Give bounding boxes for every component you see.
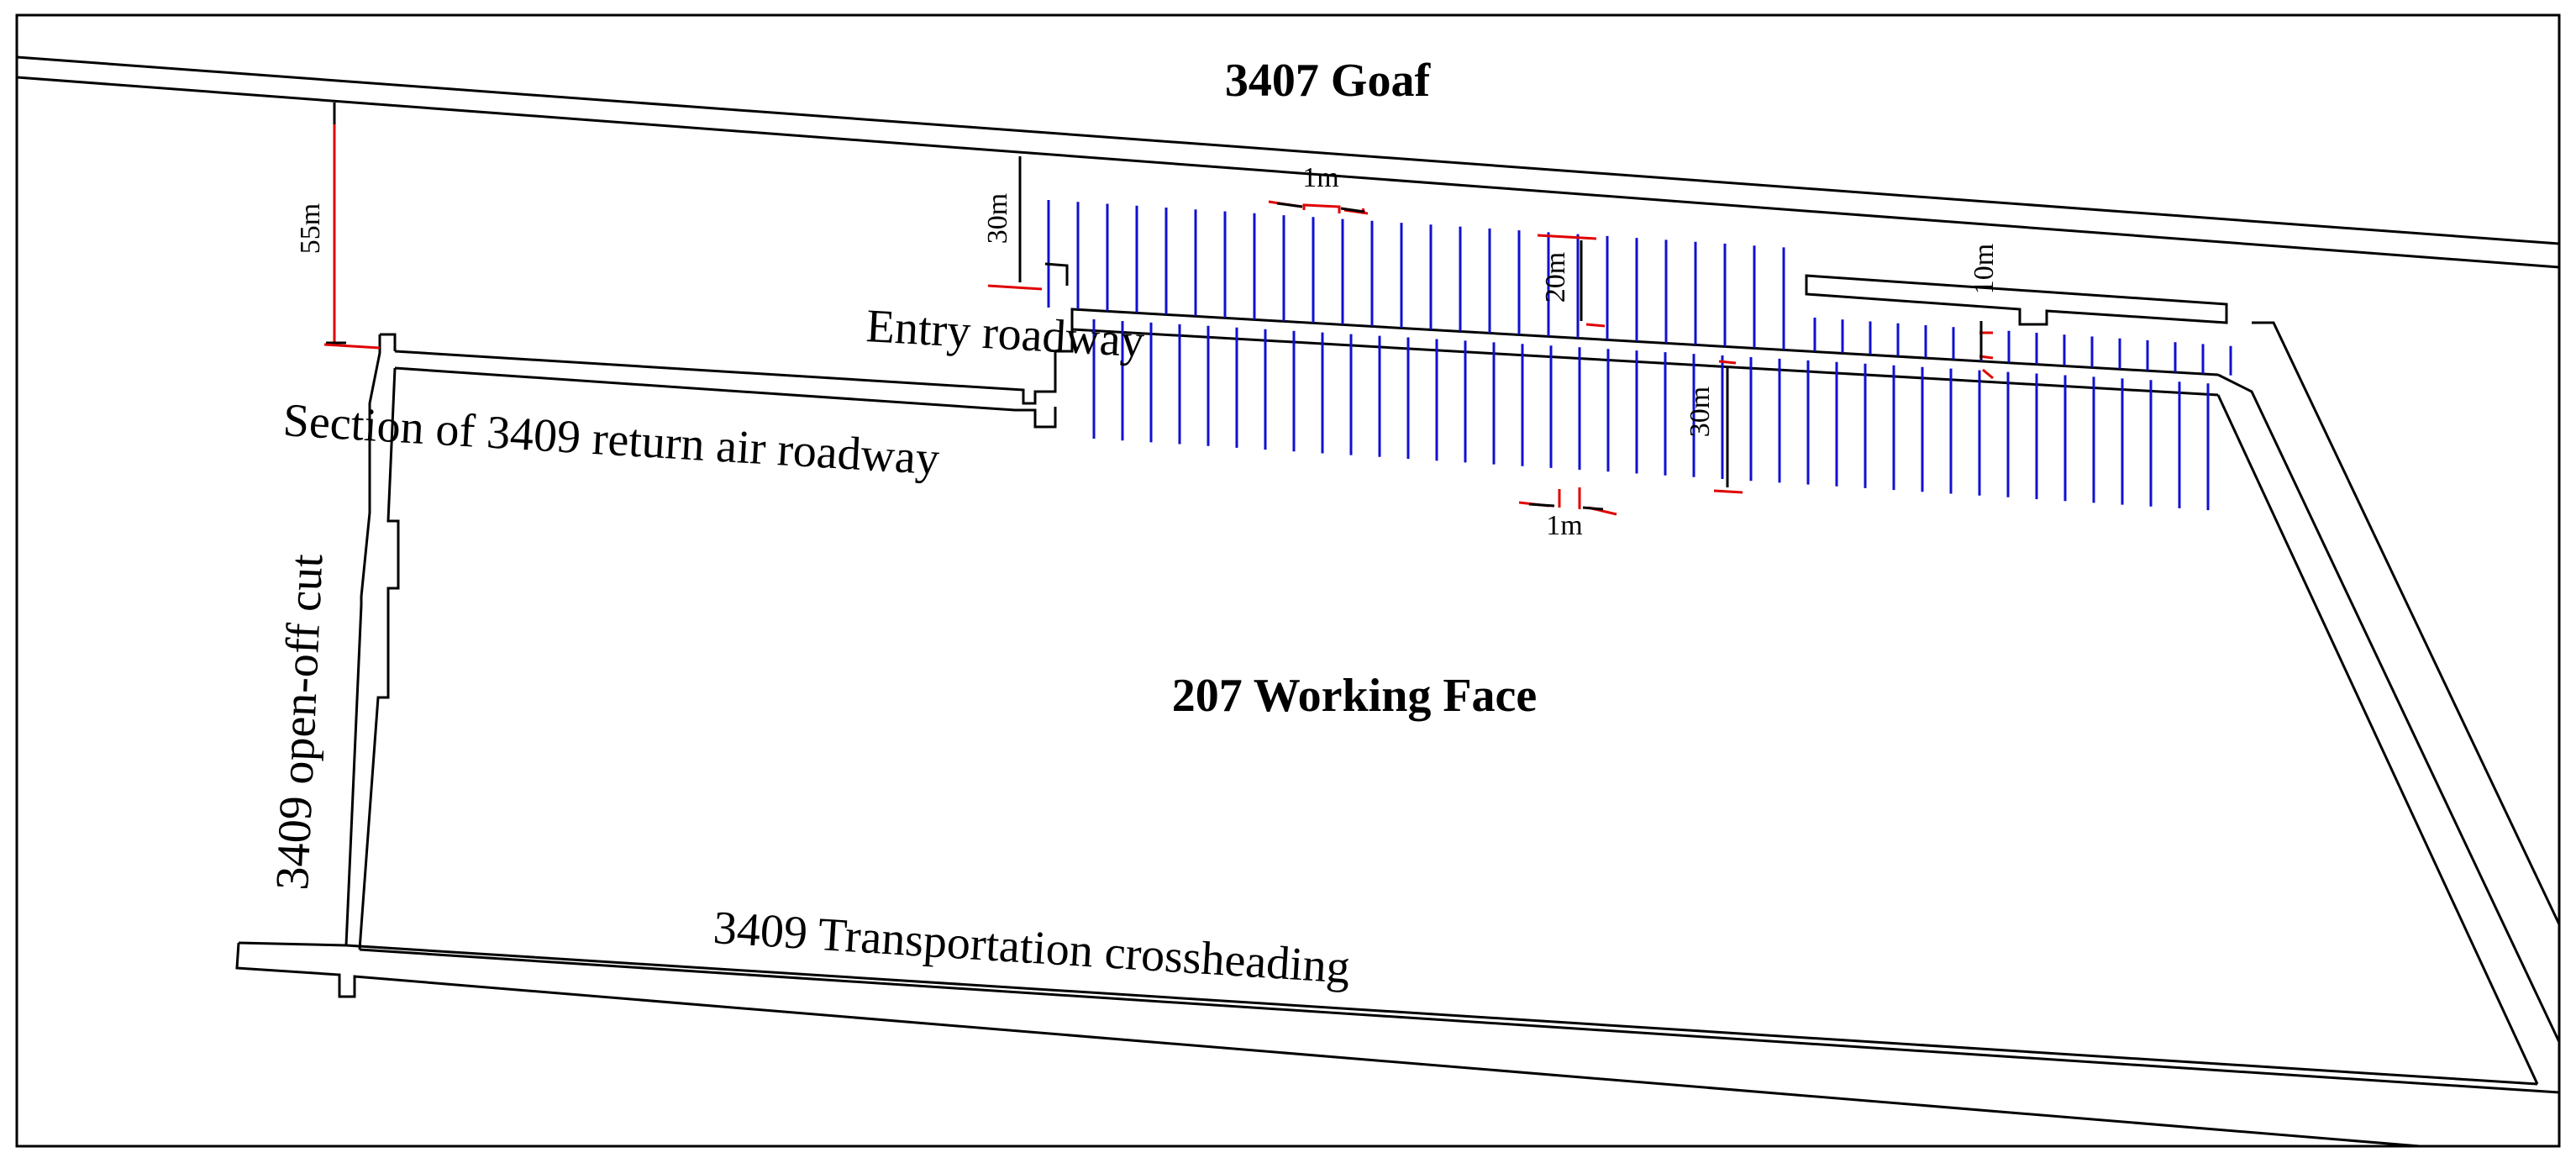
dimension-1m-top-label: 1m (1302, 162, 1338, 193)
dimension-1m-top: 1m (1268, 162, 1369, 215)
dimension-30m-top: 30m (982, 156, 1069, 291)
dimension-20m-label: 20m (1540, 252, 1571, 303)
open-off-cut-roadway (344, 333, 400, 950)
dimension-55m-label: 55m (295, 203, 326, 254)
dimension-30m-top-label: 30m (982, 193, 1013, 244)
return-air-roadway (394, 350, 1057, 429)
dimension-20m: 20m (1537, 234, 1606, 328)
dimension-30m-bottom-label: 30m (1685, 387, 1716, 437)
dimension-10m-label: 10m (1969, 244, 2000, 294)
dimension-30m-bottom: 30m (1685, 360, 1743, 494)
dimension-1m-bottom: 1m (1518, 487, 1617, 541)
lower-borehole-fan (1092, 319, 2210, 511)
upper-drift (1805, 274, 2228, 326)
dimension-1m-bottom-label: 1m (1546, 510, 1582, 541)
dimension-10m: 10m (1969, 244, 2000, 380)
middle-borehole-fan (1813, 318, 2232, 376)
working-face-label: 207 Working Face (1172, 670, 1538, 722)
transportation-crossheading (235, 941, 2560, 1148)
goaf-boundary-roadway (16, 55, 2560, 269)
right-boundary-roadway (2216, 321, 2561, 1085)
dimension-55m: 55m (295, 103, 381, 350)
goaf-label: 3407 Goaf (1225, 55, 1432, 107)
upper-borehole-fan (1047, 200, 1785, 350)
